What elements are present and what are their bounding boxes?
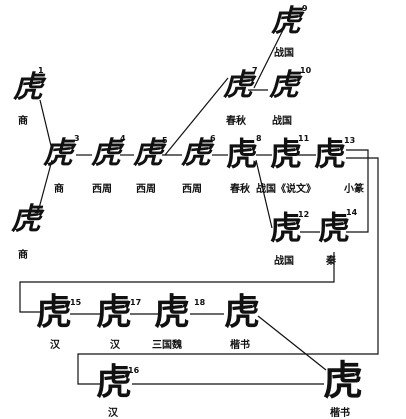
glyph-5: 虎 [133, 136, 163, 171]
node-label-19: 楷书 [230, 340, 250, 351]
node-number-14: 14 [346, 208, 358, 217]
node-number-2: 2 [34, 206, 40, 215]
node-label-14: 秦 [326, 256, 336, 267]
node-label-6: 西周 [182, 184, 202, 195]
connector-1-3 [39, 99, 53, 151]
connector-5-7 [164, 77, 229, 156]
node-number-7: 7 [252, 66, 258, 75]
glyph-19: 虎 [223, 291, 260, 333]
node-number-5: 5 [162, 136, 168, 145]
node-label-11: 战国《说文》 [256, 184, 316, 195]
node-number-6: 6 [210, 134, 216, 143]
node-number-13: 13 [344, 136, 356, 145]
node-number-1: 1 [38, 66, 44, 75]
node-label-9: 战国 [274, 48, 294, 59]
node-number-10: 10 [300, 66, 312, 75]
node-label-15: 汉 [50, 340, 60, 351]
glyph-9: 虎 [271, 4, 301, 39]
connector-19-20 [257, 315, 327, 371]
node-label-5: 西周 [136, 184, 156, 195]
glyph-12: 虎 [269, 209, 302, 247]
node-number-15: 15 [70, 298, 82, 307]
glyph-18: 虎 [153, 291, 190, 333]
node-number-16: 16 [128, 366, 140, 375]
node-label-10: 战国 [272, 116, 292, 127]
connector-13-14 [346, 149, 369, 233]
node-label-12: 战国 [274, 256, 294, 267]
glyph-1: 虎 [13, 70, 43, 105]
node-label-20: 楷书 [330, 408, 350, 419]
node-number-18: 18 [194, 298, 206, 307]
glyph-2: 虎 [11, 202, 41, 237]
node-number-9: 9 [302, 4, 308, 13]
node-number-17: 17 [130, 298, 142, 307]
node-label-3: 商 [54, 184, 64, 195]
node-label-16: 汉 [108, 408, 118, 419]
glyph-7: 虎 [223, 68, 253, 103]
glyph-15: 虎 [35, 291, 72, 333]
connector-8-12 [255, 159, 273, 229]
glyph-16: 虎 [95, 361, 132, 403]
connector-7-9 [253, 27, 285, 89]
node-number-12: 12 [298, 210, 310, 219]
glyph-17: 虎 [95, 291, 132, 333]
glyph-10: 虎 [269, 68, 299, 103]
node-label-2: 商 [18, 250, 28, 261]
glyph-13: 虎 [313, 135, 346, 173]
connector-13-20-loop [77, 157, 379, 385]
node-label-8: 春秋 [230, 184, 250, 195]
connector-14-15 [19, 252, 335, 313]
node-label-13: 小篆 [344, 184, 364, 195]
node-label-1: 商 [18, 116, 28, 127]
node-number-3: 3 [74, 134, 80, 143]
node-label-17: 汉 [110, 340, 120, 351]
glyph-20: 虎 [323, 357, 363, 404]
node-label-4: 西周 [92, 184, 112, 195]
glyph-8: 虎 [225, 135, 258, 173]
node-label-18: 三国魏 [152, 340, 182, 351]
node-number-8: 8 [256, 134, 262, 143]
connector-2-3 [37, 159, 53, 213]
glyph-4: 虎 [91, 136, 121, 171]
glyph-11: 虎 [269, 135, 302, 173]
glyph-6: 虎 [181, 136, 211, 171]
node-label-7: 春秋 [226, 116, 246, 127]
glyph-3: 虎 [43, 136, 73, 171]
node-number-4: 4 [120, 134, 126, 143]
glyph-14: 虎 [317, 209, 350, 247]
node-number-11: 11 [298, 134, 310, 143]
